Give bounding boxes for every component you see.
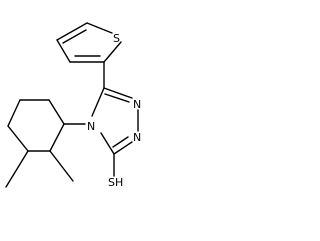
- bond-c5-n1: [103, 87, 133, 99]
- bond-c5-n1-inner: [104, 93, 130, 103]
- thiol-label: SH: [108, 176, 123, 189]
- sulfur-label: S: [113, 32, 120, 45]
- triazole-ring: [91, 87, 139, 155]
- bond-s-c2: [103, 41, 122, 63]
- nitrogen-n4-label: N: [87, 120, 95, 133]
- bond-n2-c3-inner: [112, 136, 129, 148]
- molecule-structure: S N N N SH: [5, 22, 141, 189]
- bond-c5-c4-inner: [62, 29, 87, 44]
- bond-n4-c5: [91, 87, 105, 117]
- bond-methyl-c2: [49, 150, 74, 182]
- bond-c3-n4: [100, 132, 115, 155]
- bond-ch-c3-c4: [7, 125, 29, 152]
- bond-n2-c3: [113, 141, 133, 155]
- bond-c4-c3: [56, 39, 71, 63]
- thiophene-ring: [56, 22, 122, 63]
- bond-methyl-c3: [5, 150, 29, 188]
- bond-ch-c1-c2: [49, 123, 65, 152]
- bond-s-c5: [86, 22, 113, 34]
- nitrogen-n2-label: N: [133, 131, 141, 144]
- bond-c5-c4: [56, 22, 88, 41]
- cyclohexane-ring: [7, 99, 65, 152]
- nitrogen-n1-label: N: [133, 98, 141, 111]
- bond-ch-c6-c1: [48, 99, 65, 125]
- bond-ch-c4-c5: [7, 99, 21, 127]
